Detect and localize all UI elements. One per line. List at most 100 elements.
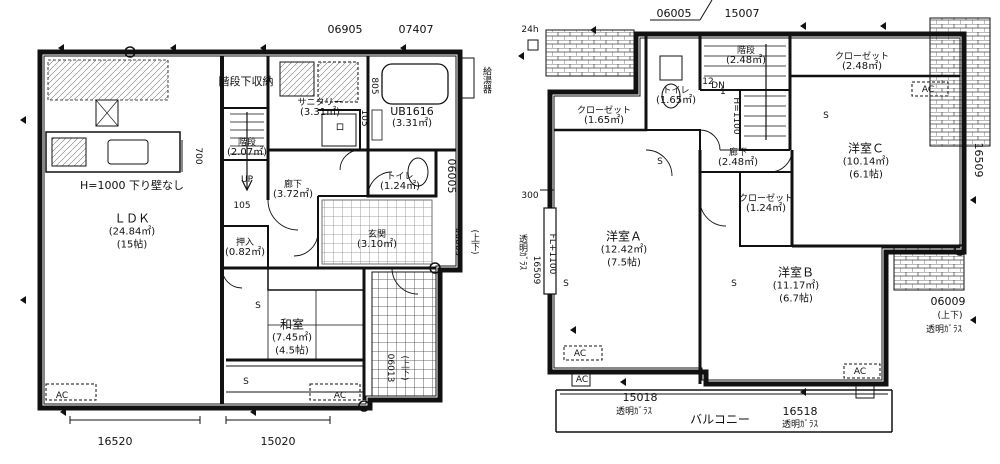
ac-1f-1: AC	[55, 391, 69, 401]
room-youshitsu-b: 洋室Ｂ (11.17㎡) (6.7帖)	[773, 265, 819, 306]
room-rouka-2f-name: 廊下	[728, 148, 748, 158]
code-15018-glass: 透明ｶﾞﾗｽ	[615, 407, 653, 417]
room-ub: UB1616 (3.31㎡)	[390, 106, 434, 130]
room-ldk: ＬＤＫ (24.84㎡) (15帖)	[108, 211, 156, 252]
room-kaidan-2f-area: (2.48㎡)	[725, 55, 767, 66]
code-06905: 06905	[327, 23, 363, 36]
room-youshitsu-c: 洋室Ｃ (10.14㎡) (6.1帖)	[842, 141, 890, 182]
room-youshitsu-a-area: (12.42㎡)	[600, 244, 648, 256]
toilet-bowl-2f	[661, 83, 681, 109]
label-up: UP	[240, 175, 254, 185]
brick-left	[545, 29, 635, 77]
room-youshitsu-c-name: 洋室Ｃ	[847, 141, 884, 156]
floor1-walls	[37, 49, 463, 411]
s-mark-1f-1: S	[255, 301, 261, 311]
dim-105b: 105	[233, 201, 251, 211]
s-mark-2f-3: S	[731, 279, 737, 289]
room-sanitary-name: サニタリー	[297, 98, 343, 108]
wash-basin	[279, 61, 315, 97]
floor2-doors	[645, 129, 793, 227]
code-16518-glass: 透明ｶﾞﾗｽ	[781, 420, 819, 430]
floor1-window-marks	[20, 44, 441, 416]
room-toilet-2f-area: (1.65㎡)	[655, 95, 697, 106]
room-toilet-1f-name: トイレ	[386, 172, 414, 182]
room-oshiire-name: 押入	[235, 238, 255, 248]
room-rouka-1f-name: 廊下	[283, 180, 303, 190]
room-washitsu-name: 和室	[279, 317, 305, 332]
s-mark-1f-2: S	[243, 377, 249, 387]
floor1-dim-lines	[69, 140, 331, 424]
room-ldk-name: ＬＤＫ	[113, 211, 150, 226]
room-youshitsu-a: 洋室Ａ (12.42㎡) (7.5帖)	[600, 229, 648, 270]
floor1-stairs	[230, 112, 264, 192]
code-15007: 15007	[724, 7, 760, 20]
room-rouka-1f: 廊下 (3.72㎡)	[273, 180, 313, 200]
room-kaidan-1f-area: (2.07㎡)	[226, 147, 268, 158]
room-washitsu: 和室 (7.45㎡) (4.5帖)	[271, 317, 313, 358]
dim-105a: 105	[359, 109, 369, 127]
room-ub-area: (3.31㎡)	[391, 118, 433, 129]
s-mark-2f-1: S	[657, 157, 663, 167]
room-youshitsu-b-name: 洋室Ｂ	[777, 265, 814, 280]
side-window	[543, 207, 557, 295]
room-ldk-size: (15帖)	[116, 239, 148, 251]
room-closet-a: クローゼット (1.65㎡)	[577, 106, 631, 126]
room-genkan-area: (3.10㎡)	[356, 239, 398, 250]
storage-area	[47, 59, 169, 101]
room-youshitsu-c-area: (10.14㎡)	[842, 156, 890, 168]
dim-805: 805	[369, 77, 379, 95]
stair-num-12: 12	[702, 77, 714, 87]
code-06005-1f: 06005	[445, 158, 458, 194]
water-heater	[461, 57, 475, 99]
code-16509-left: 16509	[531, 255, 541, 285]
room-closet-a-area: (1.65㎡)	[583, 115, 625, 126]
room-kaidan-1f: 階段 (2.07㎡)	[227, 138, 267, 158]
room-kaidan-2f-name: 階段	[736, 46, 756, 56]
room-genkan: 玄関 (3.10㎡)	[357, 230, 397, 250]
floor2-stairs	[704, 44, 786, 140]
code-06005-2f: 06005	[656, 7, 692, 20]
room-sanitary: サニタリー (3.31㎡)	[297, 98, 342, 118]
room-youshitsu-a-name: 洋室Ａ	[605, 229, 642, 244]
room-closet-c: クローゼット (2.48㎡)	[835, 52, 889, 72]
genkan-tile	[371, 271, 437, 397]
room-toilet-2f: トイレ (1.65㎡)	[656, 86, 696, 106]
room-kaidan-shita: 階段下収納	[218, 75, 274, 88]
label-dn: DN	[711, 81, 725, 91]
code-16509-right: 16509	[972, 142, 985, 178]
s-mark-2f-2: S	[823, 111, 829, 121]
code-16518: 16518	[782, 405, 818, 418]
room-youshitsu-b-size: (6.7帖)	[779, 293, 813, 305]
floor2-dim-lines	[540, 0, 748, 191]
room-closet-a-name: クローゼット	[576, 106, 632, 116]
ac-1f-2: AC	[333, 391, 347, 401]
s-mark-2f-4: S	[563, 279, 569, 289]
room-rouka-1f-area: (3.72㎡)	[272, 189, 314, 200]
label-kyuto: 給湯器	[481, 66, 491, 94]
ac-2f-1: AC	[573, 349, 587, 359]
room-toilet-2f-name: トイレ	[662, 86, 690, 96]
room-rouka-2f: 廊下 (2.48㎡)	[718, 148, 758, 168]
code-07407: 07407	[398, 23, 434, 36]
room-closet-c-name: クローゼット	[834, 52, 890, 62]
room-youshitsu-c-size: (6.1帖)	[849, 169, 883, 181]
code-06009-2f-glass: 透明ｶﾞﾗｽ	[925, 325, 963, 335]
room-youshitsu-a-size: (7.5帖)	[607, 257, 641, 269]
room-closet-b: クローゼット (1.24㎡)	[739, 194, 793, 214]
code-15018: 15018	[622, 391, 658, 404]
room-rouka-2f-area: (2.48㎡)	[717, 157, 759, 168]
code-06009-2f-updown: (上下)	[937, 311, 963, 321]
room-kaidan-2f: 階段 (2.48㎡)	[726, 46, 766, 66]
room-closet-c-area: (2.48㎡)	[841, 61, 883, 72]
room-ldk-area: (24.84㎡)	[108, 226, 156, 238]
room-closet-b-name: クローゼット	[738, 194, 794, 204]
ac-2f-2: AC	[853, 367, 867, 377]
code-06013-updown: (上下)	[399, 355, 409, 381]
floor1-doors	[221, 149, 419, 295]
room-oshiire: 押入 (0.82㎡)	[225, 238, 265, 258]
floor2-window-marks	[570, 22, 976, 396]
room-toilet-1f-area: (1.24㎡)	[379, 181, 421, 192]
room-washitsu-area: (7.45㎡)	[271, 332, 313, 344]
tatami	[267, 290, 364, 360]
ac-2f-3: AC	[921, 85, 935, 95]
